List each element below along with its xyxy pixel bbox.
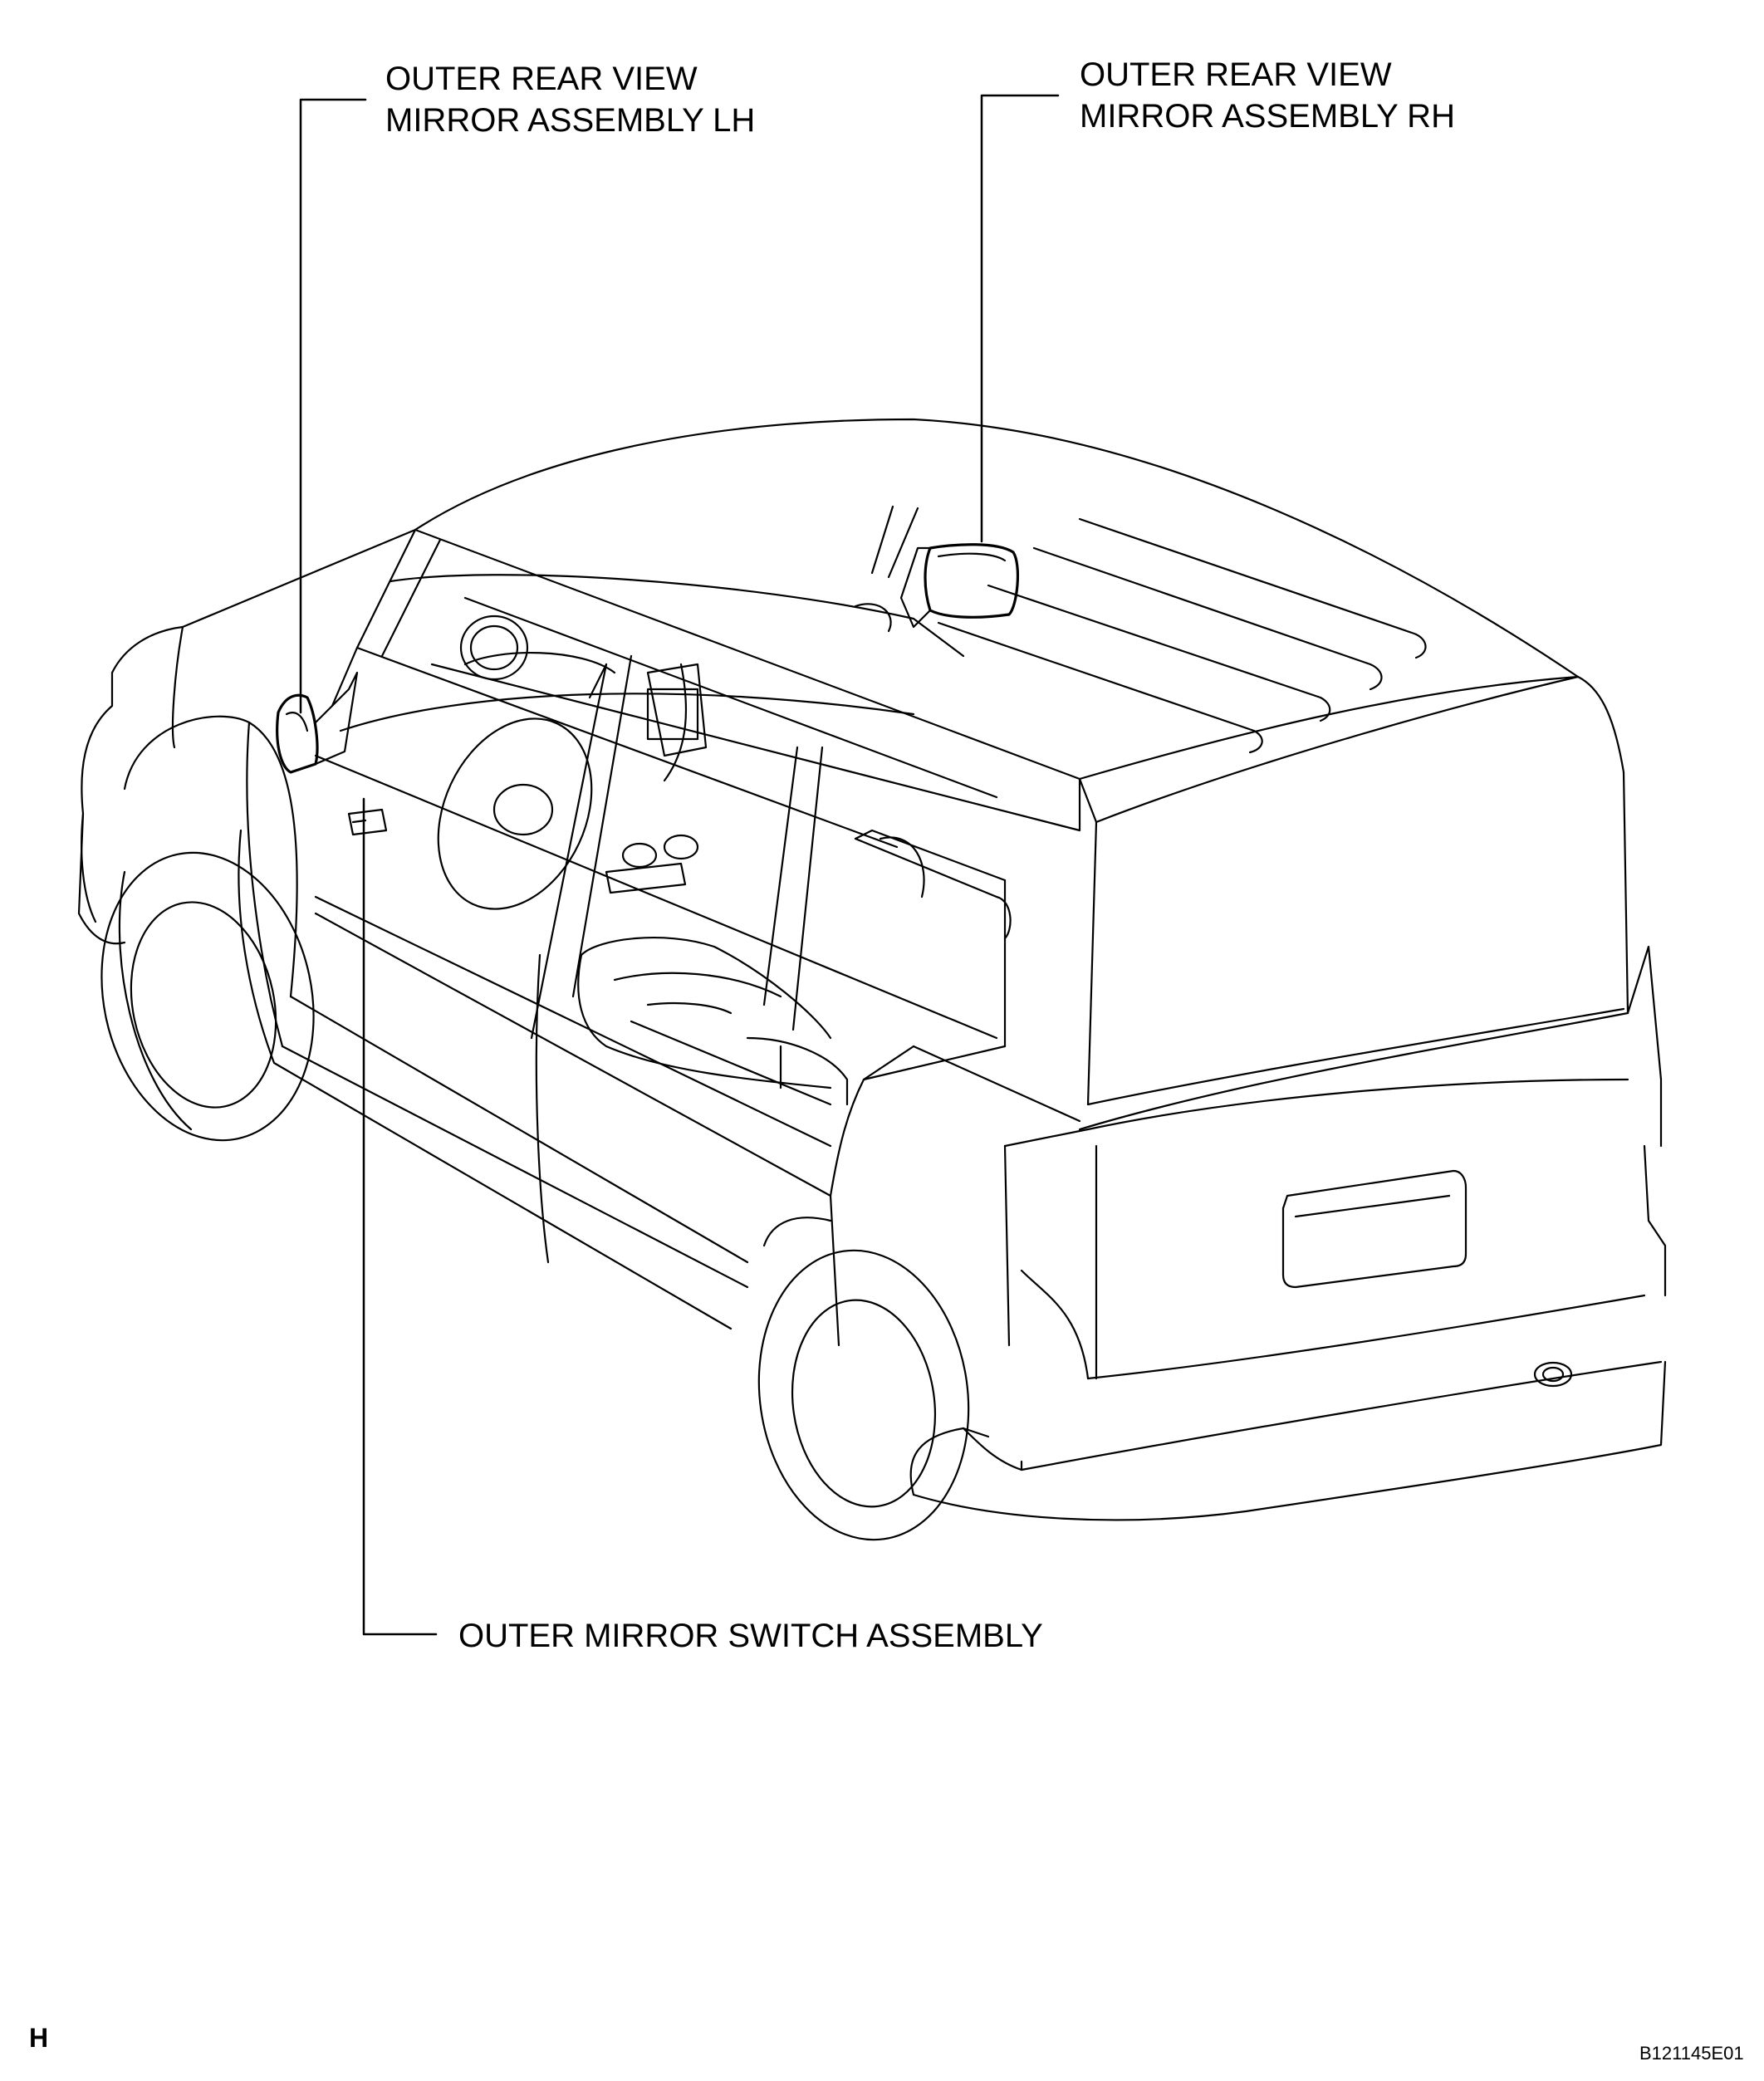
leader-lines xyxy=(299,94,1060,1636)
roof-rail-2 xyxy=(1032,546,1383,691)
callout-mirror-rh-line2: MIRROR ASSEMBLY RH xyxy=(1080,98,1455,135)
side-doors xyxy=(281,895,1081,1347)
rear-window-bottom xyxy=(1086,1007,1625,1106)
center-display xyxy=(646,688,699,741)
callout-mirror-lh-label: OUTER REAR VIEW MIRROR ASSEMBLY LH xyxy=(385,58,755,141)
leader-switch xyxy=(362,797,438,1636)
steering-wheel xyxy=(437,717,593,910)
callout-mirror-lh-line2: MIRROR ASSEMBLY LH xyxy=(385,102,756,139)
roof-rail-4 xyxy=(937,621,1263,754)
license-plate-recess xyxy=(1281,1169,1468,1289)
mirror-lh xyxy=(276,671,359,774)
cabin-frame-lines xyxy=(530,654,824,1040)
callout-mirror-lh-line1: OUTER REAR VIEW xyxy=(385,61,698,97)
roof-rail-3 xyxy=(987,584,1331,722)
callout-mirror-rh-label: OUTER REAR VIEW MIRROR ASSEMBLY RH xyxy=(1080,54,1455,137)
front-body xyxy=(77,528,990,1438)
leader-mirror-lh xyxy=(299,98,367,714)
rear-body xyxy=(1003,675,1667,1380)
roof-rail-1 xyxy=(1078,517,1427,659)
front-wheel xyxy=(100,851,315,1142)
rear-side-window xyxy=(854,829,1012,1081)
callout-mirror-rh-line1: OUTER REAR VIEW xyxy=(1080,56,1392,93)
figure-code: B121145E01 xyxy=(1639,2043,1744,2064)
mirror-rh xyxy=(899,543,1020,629)
windshield xyxy=(314,528,1081,1040)
interior xyxy=(339,603,925,1106)
roof xyxy=(414,418,1580,781)
leader-mirror-rh xyxy=(980,94,1060,543)
instrument-gauge xyxy=(459,615,529,681)
callout-switch-label: OUTER MIRROR SWITCH ASSEMBLY xyxy=(458,1618,1043,1654)
rear-wheel xyxy=(757,1217,970,1541)
exhaust-tip xyxy=(1533,1361,1573,1388)
corner-letter: H xyxy=(29,2023,49,2053)
rear-bumper xyxy=(909,1269,1667,1521)
